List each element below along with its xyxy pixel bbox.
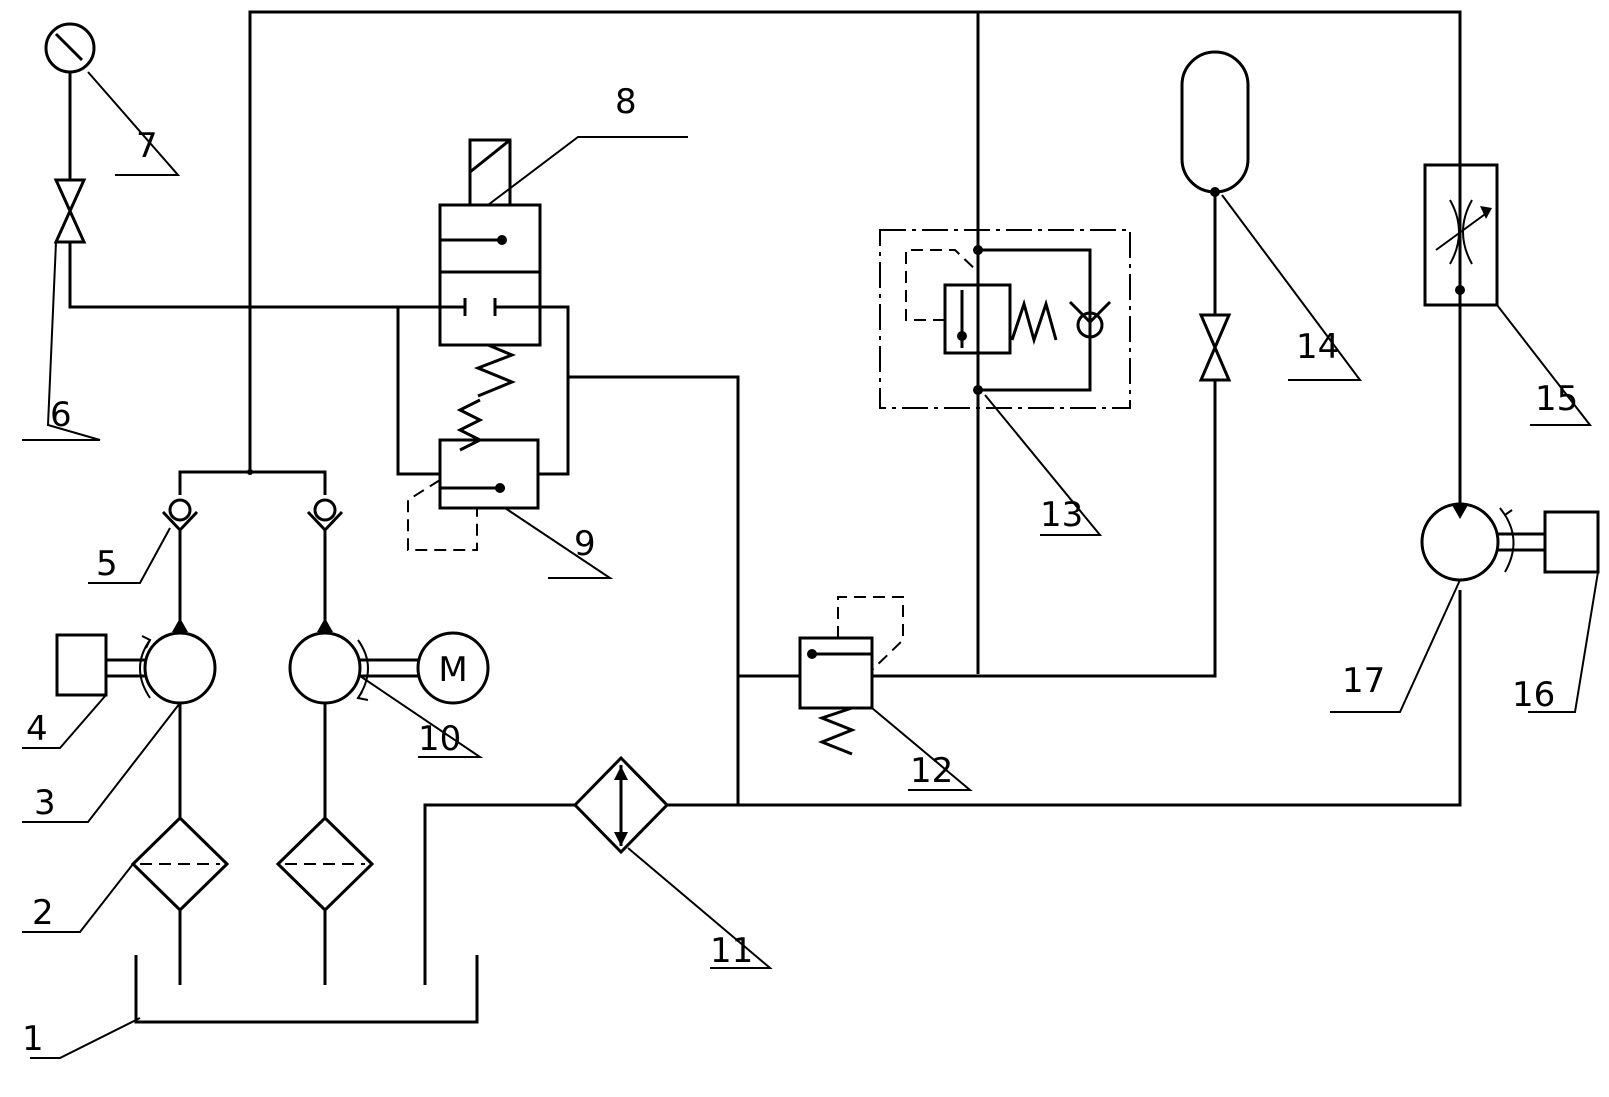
accumulator-14 xyxy=(1180,50,1250,197)
label-8: 8 xyxy=(615,82,637,122)
check-valve-right xyxy=(306,498,344,533)
hydraulic-motor-17 xyxy=(1420,502,1545,582)
valve-assembly-13 xyxy=(879,229,1131,409)
junction-dots xyxy=(247,469,253,475)
throttle-valve-15 xyxy=(1423,163,1499,307)
motor-letter: M xyxy=(438,650,467,690)
engine-4 xyxy=(55,633,108,697)
label-10: 10 xyxy=(418,719,461,759)
suction-filter-right xyxy=(275,815,375,913)
pump-3 xyxy=(106,618,217,705)
label-13: 13 xyxy=(1040,495,1083,535)
label-9: 9 xyxy=(574,524,596,564)
tank xyxy=(134,955,479,1024)
suction-filter-left xyxy=(130,815,230,913)
label-6: 6 xyxy=(50,395,72,435)
label-4: 4 xyxy=(26,709,48,749)
electric-motor: M xyxy=(416,631,490,705)
pressure-gauge xyxy=(44,22,96,74)
label-11: 11 xyxy=(710,931,753,971)
pump-motor-pump xyxy=(288,618,418,705)
accumulator-valve xyxy=(1198,313,1232,382)
part-labels: 1 2 3 4 5 6 7 8 9 10 11 12 13 14 15 16 1… xyxy=(22,82,1578,1059)
pressure-valve-9 xyxy=(407,398,540,551)
pipelines xyxy=(68,10,1462,985)
leader-lines xyxy=(22,71,1599,1059)
label-3: 3 xyxy=(34,783,56,823)
label-15: 15 xyxy=(1535,379,1578,419)
shutoff-valve-6 xyxy=(53,178,87,244)
load-16 xyxy=(1543,510,1600,574)
label-2: 2 xyxy=(32,893,54,933)
label-5: 5 xyxy=(96,544,118,584)
label-1: 1 xyxy=(22,1019,44,1059)
label-16: 16 xyxy=(1512,675,1555,715)
cooler-11 xyxy=(572,755,670,855)
check-valve-left xyxy=(161,498,199,533)
label-12: 12 xyxy=(910,751,953,791)
label-14: 14 xyxy=(1296,327,1339,367)
label-7: 7 xyxy=(136,126,158,166)
solenoid-valve-8 xyxy=(438,138,542,398)
label-17: 17 xyxy=(1342,661,1385,701)
relief-valve-12 xyxy=(798,596,904,756)
